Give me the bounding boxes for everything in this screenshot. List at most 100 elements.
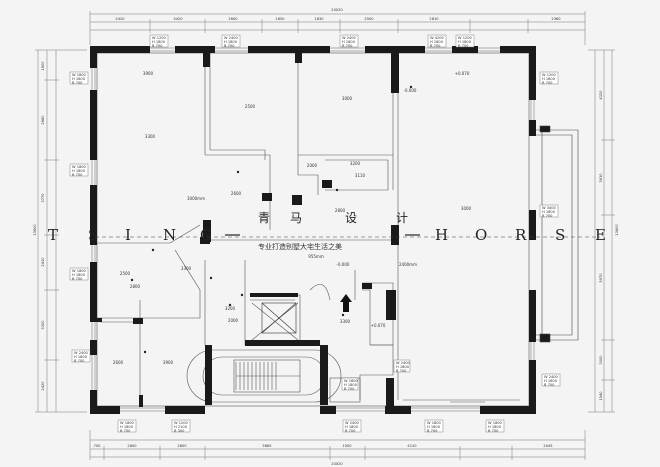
structural-walls <box>90 46 536 414</box>
svg-text:H 1800: H 1800 <box>72 169 86 173</box>
entrance-arrow-icon <box>340 294 352 312</box>
svg-text:B 700: B 700 <box>152 44 163 48</box>
watermark-letter: N <box>163 226 176 244</box>
svg-text:2500: 2500 <box>245 104 256 109</box>
svg-text:B 700: B 700 <box>342 44 353 48</box>
svg-text:1650: 1650 <box>275 17 285 21</box>
svg-text:B 700: B 700 <box>120 429 131 433</box>
watermark-letter: E <box>595 226 606 244</box>
watermark-letter: I <box>125 226 131 244</box>
watermark-letter: T <box>48 226 58 244</box>
svg-text:H 1800: H 1800 <box>488 425 502 429</box>
svg-text:2810: 2810 <box>429 17 439 21</box>
elevator-shaft <box>261 302 297 334</box>
bay-window <box>536 125 579 343</box>
svg-text:2500: 2500 <box>364 17 374 21</box>
svg-text:W 1800: W 1800 <box>427 421 442 425</box>
svg-text:2600: 2600 <box>113 360 124 365</box>
svg-text:3420: 3420 <box>173 17 183 21</box>
dimension-lines <box>35 11 615 460</box>
dimension-labels: 20020 20020 2420 3420 2600 1650 1830 250… <box>33 8 619 466</box>
svg-text:B 700: B 700 <box>542 214 553 218</box>
svg-text:13600: 13600 <box>33 224 37 236</box>
svg-text:W 1800: W 1800 <box>72 73 87 77</box>
svg-text:B 700: B 700 <box>224 44 235 48</box>
svg-text:H 1800: H 1800 <box>344 383 358 387</box>
svg-text:2600: 2600 <box>228 17 238 21</box>
room-annotations: 3900 3300 2500 3000 +0.070 -0.000 3200 3… <box>113 71 472 365</box>
svg-text:H 1800: H 1800 <box>430 40 444 44</box>
svg-text:3900: 3900 <box>143 71 154 76</box>
svg-text:3300: 3300 <box>41 320 45 330</box>
watermark-chinese: 设 <box>345 211 357 225</box>
watermark-letter: G <box>200 226 212 244</box>
svg-text:B 300: B 300 <box>174 429 185 433</box>
svg-text:W 1800: W 1800 <box>72 269 87 273</box>
svg-text:2410: 2410 <box>41 257 45 267</box>
svg-text:1500: 1500 <box>342 444 352 448</box>
svg-text:4120: 4120 <box>407 444 417 448</box>
svg-text:2400mm: 2400mm <box>399 262 417 267</box>
svg-text:B 700: B 700 <box>72 277 83 281</box>
svg-text:2800: 2800 <box>177 444 187 448</box>
svg-text:B 700: B 700 <box>344 387 355 391</box>
watermark-chinese: 马 <box>290 211 302 225</box>
svg-text:2800: 2800 <box>335 208 346 213</box>
svg-text:H 1800: H 1800 <box>542 210 556 214</box>
svg-text:W 2400: W 2400 <box>345 421 360 425</box>
svg-text:+0.070: +0.070 <box>455 71 470 76</box>
svg-text:H 1800: H 1800 <box>542 77 556 81</box>
svg-text:5970: 5970 <box>599 273 603 283</box>
svg-text:H 1800: H 1800 <box>72 273 86 277</box>
interior-lines <box>96 52 530 407</box>
svg-text:3000: 3000 <box>461 206 472 211</box>
svg-text:2045: 2045 <box>543 444 552 448</box>
svg-text:W 1200: W 1200 <box>542 73 557 77</box>
svg-text:1600: 1600 <box>41 61 45 71</box>
svg-text:W 4200: W 4200 <box>430 36 445 40</box>
svg-text:13600: 13600 <box>615 224 619 236</box>
svg-text:3300: 3300 <box>340 319 351 324</box>
svg-text:3200: 3200 <box>225 306 236 311</box>
svg-text:B 700: B 700 <box>542 81 553 85</box>
svg-text:W 3400: W 3400 <box>542 206 557 210</box>
watermark-chinese: 青 <box>258 211 270 225</box>
svg-text:3110: 3110 <box>355 173 366 178</box>
svg-text:W 2400: W 2400 <box>224 36 239 40</box>
svg-text:2420: 2420 <box>41 381 45 391</box>
watermark-letter: S <box>555 226 565 244</box>
svg-text:B 700: B 700 <box>488 429 499 433</box>
svg-text:1540: 1540 <box>599 391 603 401</box>
svg-text:H 1800: H 1800 <box>396 365 410 369</box>
svg-text:H 1800: H 1800 <box>342 40 356 44</box>
svg-text:3000: 3000 <box>342 96 353 101</box>
svg-text:B 700: B 700 <box>72 81 83 85</box>
svg-text:W 1200: W 1200 <box>152 36 167 40</box>
top-total-dim: 20020 <box>331 8 343 12</box>
svg-text:3000: 3000 <box>599 355 603 365</box>
svg-text:2680: 2680 <box>41 115 45 125</box>
svg-text:2000: 2000 <box>228 318 239 323</box>
svg-text:1830: 1830 <box>314 17 324 21</box>
svg-text:H 1800: H 1800 <box>345 425 359 429</box>
svg-text:2600: 2600 <box>127 444 137 448</box>
svg-text:W 2400: W 2400 <box>342 36 357 40</box>
svg-text:3000mm: 3000mm <box>187 196 205 201</box>
svg-text:B 700: B 700 <box>458 44 469 48</box>
svg-text:W 2400: W 2400 <box>74 351 89 355</box>
svg-text:W 1200: W 1200 <box>458 36 473 40</box>
svg-text:2600: 2600 <box>231 191 242 196</box>
svg-text:2420: 2420 <box>115 17 125 21</box>
svg-text:W 1800: W 1800 <box>120 421 135 425</box>
svg-text:3770: 3770 <box>41 193 45 203</box>
